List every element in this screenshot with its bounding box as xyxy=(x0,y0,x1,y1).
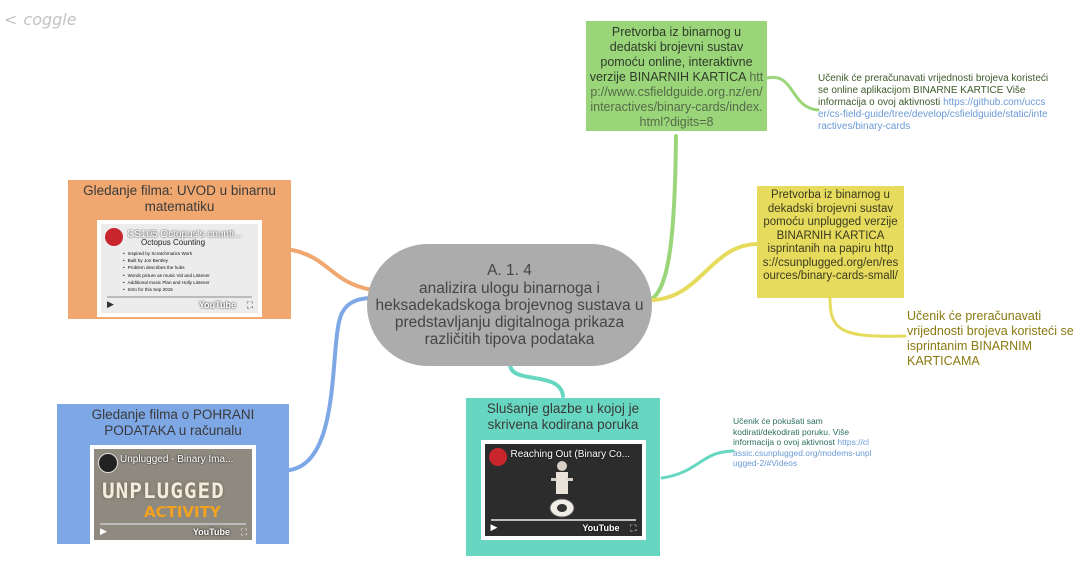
coggle-home-link[interactable]: < coggle xyxy=(4,10,77,29)
video-title: Unplugged - Binary Ima... xyxy=(120,454,234,465)
progress-bar[interactable] xyxy=(107,296,252,298)
video-embed[interactable]: Reaching Out (Binary Co... ▶ YouTube ⛶ xyxy=(480,440,646,540)
video-screen: Reaching Out (Binary Co... ▶ YouTube ⛶ xyxy=(484,444,642,536)
youtube-logo: YouTube xyxy=(582,523,620,533)
node-text: Pretvorba iz binarnog u dekadski brojevn… xyxy=(763,189,898,255)
node-title: Slušanje glazbe u kojoj je skrivena kodi… xyxy=(486,401,640,432)
progress-bar[interactable] xyxy=(490,519,636,521)
link-teal-note xyxy=(660,449,735,480)
video-screen: CS105 Octopus's counti... Octopus Counti… xyxy=(101,224,258,313)
slide-bullet: Words picture as music Vid and Listener xyxy=(123,272,210,279)
node-intro-binary-math[interactable]: Gledanje filma: UVOD u binarnu matematik… xyxy=(68,180,291,319)
slide-bullet: Built by Jon Bentley xyxy=(123,257,210,264)
branch-teal xyxy=(508,362,565,398)
slide-bullets: Inspired by Scratchmatics Work Built by … xyxy=(123,250,210,293)
node-hidden-message-music[interactable]: Slušanje glazbe u kojoj je skrivena kodi… xyxy=(466,398,660,556)
note-printed-cards[interactable]: Učenik će preračunavati vrijednosti broj… xyxy=(907,309,1074,368)
slide-heading: Octopus Counting xyxy=(141,238,206,247)
node-online-binary-cards[interactable]: Pretvorba iz binarnog u dedatski brojevn… xyxy=(586,21,767,131)
channel-logo-icon xyxy=(105,228,123,246)
note-text: Učenik će pokušati sam kodirati/dekodira… xyxy=(733,416,850,447)
node-link[interactable]: http://www.csfieldguide.org.nz/en/intera… xyxy=(590,70,764,129)
fullscreen-icon[interactable]: ⛶ xyxy=(246,300,253,310)
thumbnail-text-unplugged: UNPLUGGED xyxy=(102,479,225,503)
play-icon[interactable]: ▶ xyxy=(107,299,114,309)
central-node-code: A. 1. 4 xyxy=(487,262,532,279)
thumbnail-text-activity: ACTIVITY xyxy=(144,503,221,521)
brand-label: coggle xyxy=(23,10,77,29)
central-node[interactable]: A. 1. 4 analizira ulogu binarnoga i heks… xyxy=(367,244,652,366)
note-hidden-message[interactable]: Učenik će pokušati sam kodirati/dekodira… xyxy=(733,416,873,469)
note-online-cards[interactable]: Učenik će preračunavati vrijednosti broj… xyxy=(818,73,1050,133)
central-node-text: analizira ulogu binarnoga i heksadekadsk… xyxy=(375,280,644,348)
node-link[interactable]: https://csunplugged.org/en/resources/bin… xyxy=(762,243,899,282)
node-text: Pretvorba iz binarnog u dedatski brojevn… xyxy=(589,25,753,84)
fullscreen-icon[interactable]: ⛶ xyxy=(240,527,247,537)
video-screen: Unplugged - Binary Ima... UNPLUGGED ACTI… xyxy=(94,449,252,540)
link-green-note xyxy=(765,75,820,112)
note-text: Učenik će preračunavati vrijednosti broj… xyxy=(818,73,1049,108)
play-icon[interactable]: ▶ xyxy=(100,526,107,536)
node-data-storage-film[interactable]: Gledanje filma o POHRANI PODATAKA u raču… xyxy=(57,404,289,544)
progress-bar[interactable] xyxy=(100,523,246,525)
youtube-logo: YouTube xyxy=(192,527,230,537)
slide-bullet: Inspired by Scratchmatics Work xyxy=(123,250,210,257)
video-embed[interactable]: CS105 Octopus's counti... Octopus Counti… xyxy=(97,220,262,317)
video-embed[interactable]: Unplugged - Binary Ima... UNPLUGGED ACTI… xyxy=(90,445,256,544)
node-title: Gledanje filma o POHRANI PODATAKA u raču… xyxy=(91,407,255,438)
play-icon[interactable]: ▶ xyxy=(490,522,498,532)
video-title: Reaching Out (Binary Co... xyxy=(510,449,631,460)
slide-bullet: Intro for this Sep 2015 xyxy=(123,286,210,293)
slide-bullet: Additional music Plan and Holly Listener xyxy=(123,279,210,286)
drummer-thumbnail-icon xyxy=(549,461,574,518)
youtube-logo: YouTube xyxy=(198,300,236,310)
note-link[interactable]: https://github.com/uccser/cs-field-guide… xyxy=(818,97,1048,132)
fullscreen-icon[interactable]: ⛶ xyxy=(630,523,637,533)
chevron-left-icon: < xyxy=(4,10,18,29)
branch-orange xyxy=(290,248,374,292)
note-link[interactable]: https://classic.csunplugged.org/modems-u… xyxy=(733,437,872,468)
video-title: CS105 Octopus's counti... xyxy=(127,229,243,240)
node-unplugged-binary-cards[interactable]: Pretvorba iz binarnog u dekadski brojevn… xyxy=(757,186,904,298)
link-yellow-note xyxy=(828,296,907,338)
slide-bullet: Problem describes the hubs xyxy=(123,264,210,271)
branch-yellow xyxy=(648,242,759,302)
channel-logo-icon xyxy=(488,448,507,466)
node-title: Gledanje filma: UVOD u binarnu matematik… xyxy=(83,183,276,214)
branch-blue xyxy=(288,296,374,472)
branch-green xyxy=(648,134,678,302)
channel-logo-icon xyxy=(98,453,118,473)
